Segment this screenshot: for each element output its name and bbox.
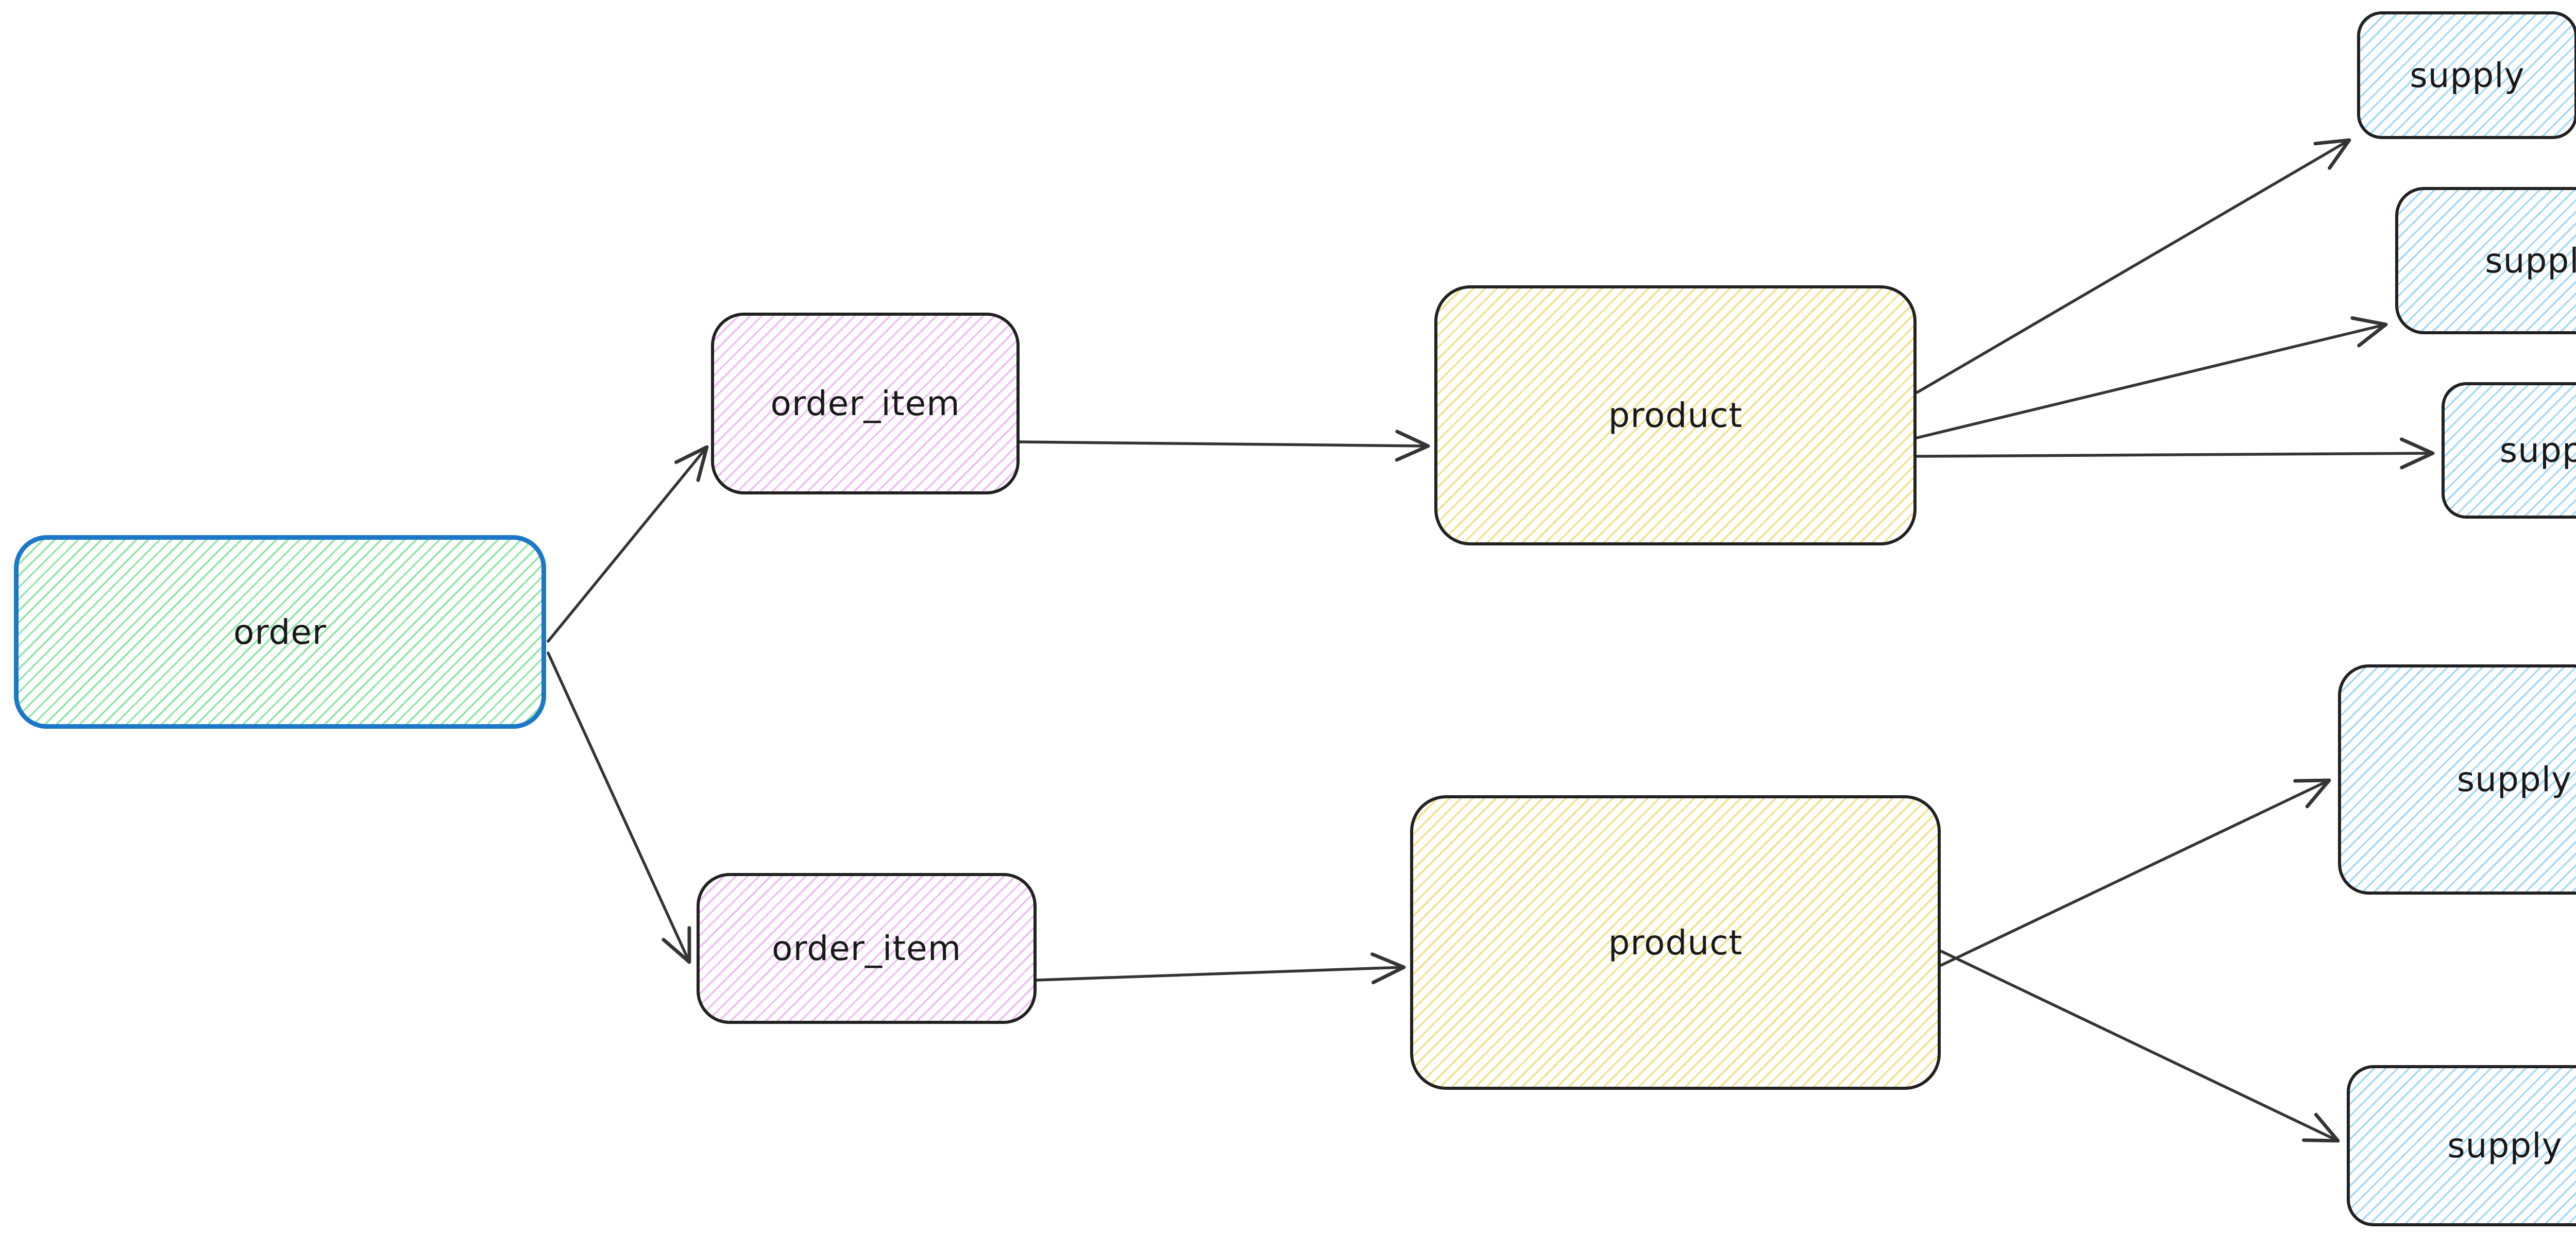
node-label: supply [2456,760,2572,799]
edge-order-to-order-item-top[interactable] [547,445,709,643]
edge-product-top-to-supply-top-2[interactable] [1916,316,2388,439]
node-supply-top-3[interactable]: supply [2442,382,2576,519]
node-label: product [1608,922,1743,963]
node-label: product [1608,396,1743,435]
edge-product-top-to-supply-top-1[interactable] [1916,138,2351,394]
node-order-item-top[interactable]: order_item [711,313,1020,494]
edge-order-item-top-to-product-top[interactable] [1018,430,1430,462]
node-label: order_item [770,384,960,423]
edge-product-bottom-to-supply-bottom-1[interactable] [1940,778,2331,967]
edge-product-bottom-to-supply-bottom-2[interactable] [1940,950,2340,1143]
edge-order-item-bottom-to-product-bottom[interactable] [1035,952,1406,985]
node-label: order [233,612,327,652]
node-supply-top-1[interactable]: supply [2357,11,2576,139]
node-order[interactable]: order [14,535,546,729]
node-order-item-bottom[interactable]: order_item [697,873,1037,1024]
node-supply-top-2[interactable]: supply [2395,187,2576,334]
node-product-top[interactable]: product [1434,285,1917,545]
node-label: supply [2447,1126,2563,1166]
node-label: supply [2499,431,2576,470]
edge-order-to-order-item-bottom[interactable] [547,652,691,964]
node-supply-bottom-1[interactable]: supply [2338,664,2576,895]
node-supply-bottom-2[interactable]: supply [2347,1065,2576,1226]
edge-product-top-to-supply-top-3[interactable] [1916,437,2435,470]
node-product-bottom[interactable]: product [1410,795,1941,1090]
node-label: order_item [771,929,962,968]
node-label: supply [2485,241,2576,281]
node-label: supply [2410,55,2525,95]
